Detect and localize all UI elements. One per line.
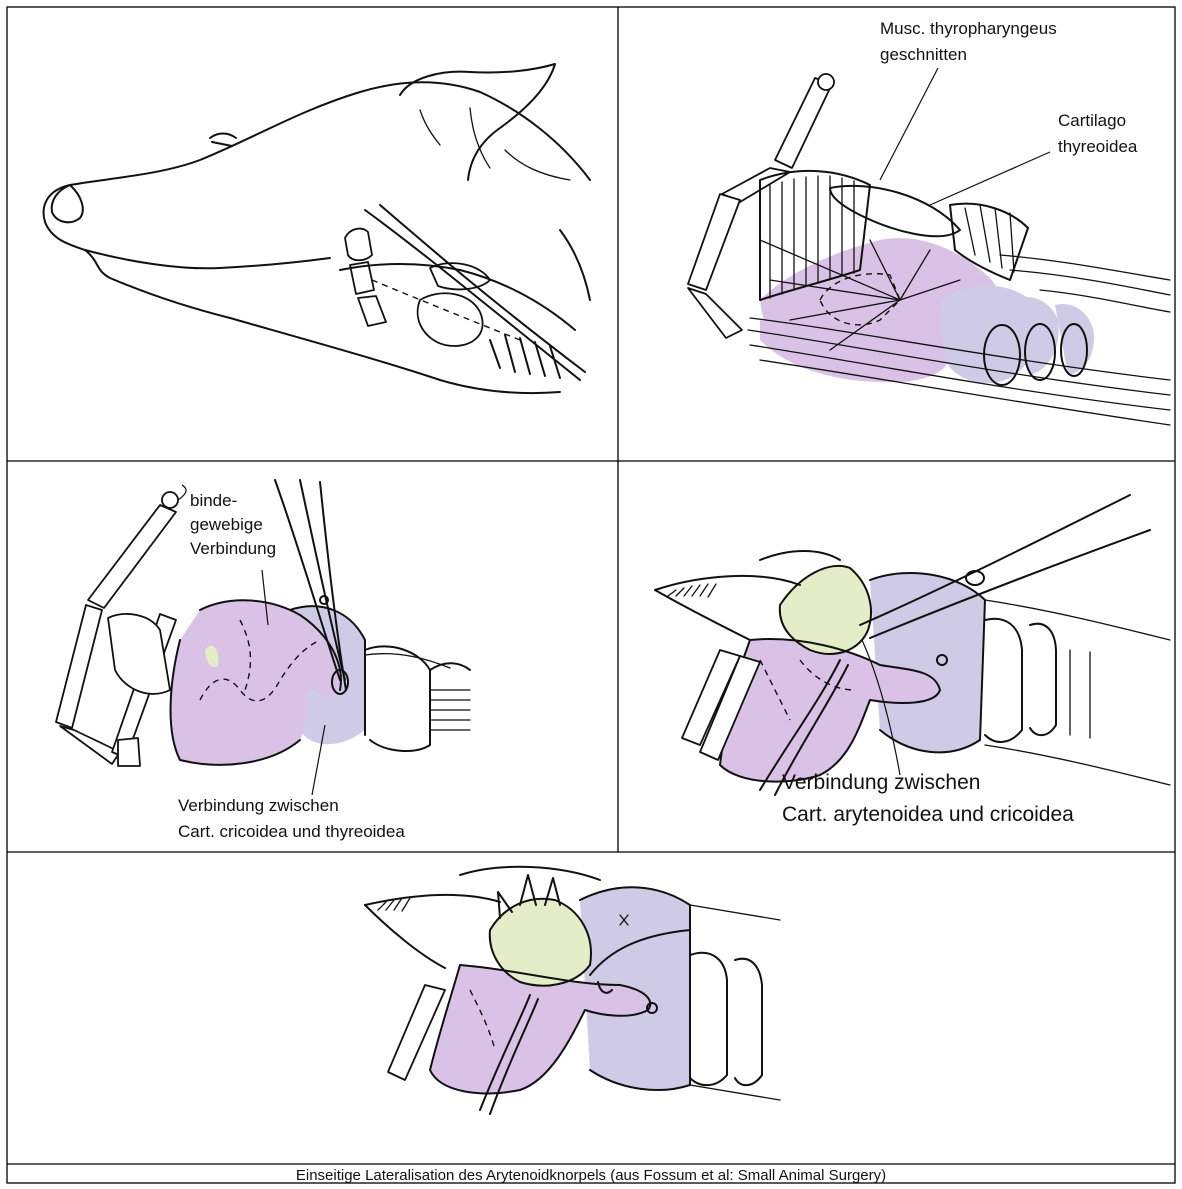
- label-cricothyroid-line2: Cart. cricoidea und thyreoidea: [178, 822, 405, 841]
- panel-cricoarytenoid: Verbindung zwischen Cart. arytenoidea un…: [655, 495, 1170, 826]
- label-cricoarytenoid-line2: Cart. arytenoidea und cricoidea: [782, 803, 1074, 826]
- label-cartilago-line2: thyreoidea: [1058, 137, 1138, 156]
- panel-thyropharyngeus: Musc. thyropharyngeus geschnitten Cartil…: [688, 19, 1170, 425]
- panel-cricothyroid: binde- gewebige Verbindung Verbindung zw…: [56, 480, 470, 841]
- label-cartilago-line1: Cartilago: [1058, 111, 1126, 130]
- label-binde-line2: gewebige: [190, 515, 263, 534]
- label-cricothyroid-line1: Verbindung zwischen: [178, 796, 339, 815]
- label-thyropharyngeus-line1: Musc. thyropharyngeus: [880, 19, 1057, 38]
- label-binde-line3: Verbindung: [190, 539, 276, 558]
- figure-caption: Einseitige Lateralisation des Arytenoidk…: [296, 1167, 886, 1184]
- label-thyropharyngeus-line2: geschnitten: [880, 45, 967, 64]
- panel-dog-head: [44, 64, 590, 393]
- label-binde-line1: binde-: [190, 491, 237, 510]
- label-cricoarytenoid-line1: Verbindung zwischen: [782, 771, 980, 794]
- panel-lateralisation-suture: [365, 867, 780, 1114]
